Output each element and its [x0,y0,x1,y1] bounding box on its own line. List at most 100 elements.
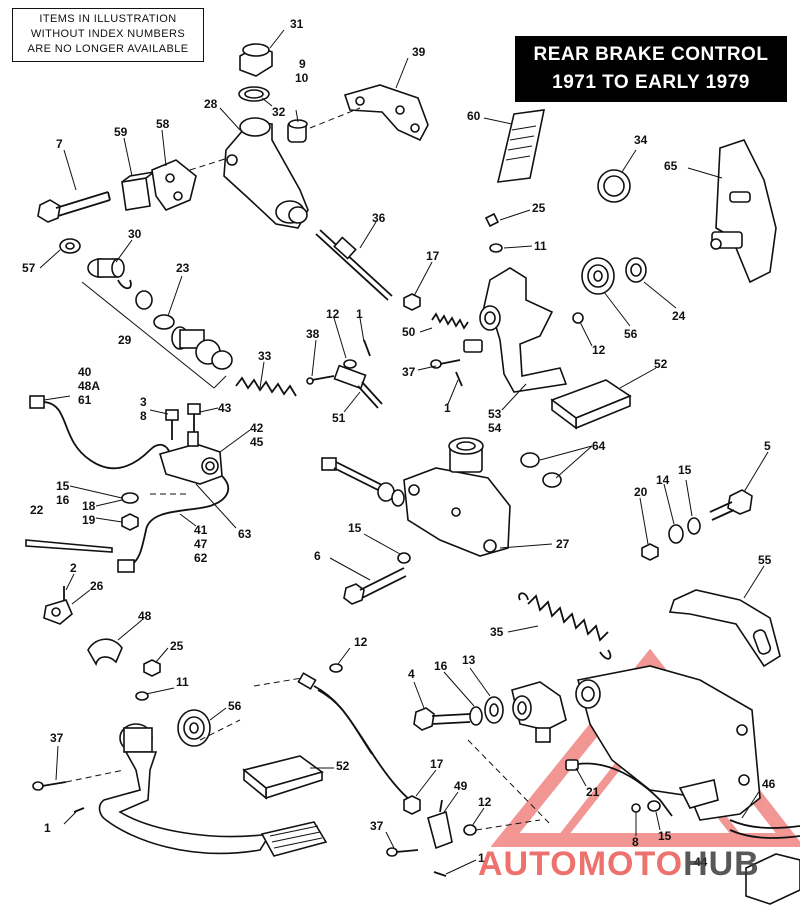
brake-pedal-53 [479,267,568,393]
watermark-logo: AUTOMOTOHUB [478,846,760,882]
nut-17 [403,293,421,311]
pivot-bracket [511,681,567,743]
callout-19: 19 [82,513,96,527]
callout-11b: 11 [176,675,189,689]
cotter-pin-1b [363,339,371,357]
bolt-7 [37,191,111,223]
note-line-1: ITEMS IN ILLUSTRATION [39,13,177,25]
callout-16b: 16 [434,659,448,673]
washer-57-hole [65,242,75,250]
watermark-part-1: AUTOMOTO [478,845,684,883]
piston-30 [87,258,132,290]
callout-60: 60 [467,109,481,123]
pin-37c [386,847,419,857]
block-59 [121,171,155,211]
brake-pedal-lower [98,723,328,857]
availability-note: ITEMS IN ILLUSTRATION WITHOUT INDEX NUMB… [12,8,204,62]
cable-assembly [297,663,411,801]
cover-34-inner [603,175,625,197]
washer-12d [463,824,477,836]
note-line-3: ARE NO LONGER AVAILABLE [27,43,189,55]
callout-50: 50 [402,325,416,339]
washer-15d [647,800,661,812]
bushings-64 [520,452,562,488]
washer-11 [135,691,149,701]
callout-34: 34 [634,133,648,147]
bolt-4 [413,707,471,731]
callout-8b: 8 [632,835,639,849]
callout-51: 51 [332,411,346,425]
callout-1a: 1 [356,307,363,321]
callout-11a: 11 [534,239,547,253]
callout-16a: 16 [56,493,70,507]
pad-52-lower [242,755,324,800]
callout-6: 6 [314,549,321,563]
bolt-6 [343,567,407,605]
callout-14: 14 [656,473,670,487]
callout-15b: 15 [678,463,692,477]
callout-47: 47 [194,537,208,551]
callout-12a: 12 [326,307,340,321]
clevis-49 [427,799,453,850]
clip-26 [43,586,73,625]
pin-37-lower [32,781,67,791]
callout-33: 33 [258,349,272,363]
callout-15a: 15 [56,479,70,493]
washer-24-hole [630,263,642,277]
washer-15b [687,517,701,535]
switch-21 [565,759,673,817]
callout-58: 58 [156,117,170,131]
piston-assembly-29 [171,326,233,370]
nut-20 [641,543,659,561]
callout-54: 54 [488,421,502,435]
callout-25a: 25 [532,201,546,215]
washer-15 [121,492,139,504]
cotter-pin-1c [455,371,463,387]
washer-16 [469,706,483,726]
callout-61: 61 [78,393,92,407]
wire-22 [25,539,113,553]
clevis-51 [333,364,383,409]
brake-line-40 [29,395,171,470]
bolt-50 [431,312,483,353]
washer-15c [397,552,411,564]
pushrod-assembly [321,457,405,507]
switch-block-42 [158,431,223,485]
callout-65: 65 [664,159,678,173]
callout-5: 5 [764,439,771,453]
callout-62: 62 [194,551,208,565]
callout-9: 9 [299,57,306,71]
bracket-55 [668,589,781,668]
master-cylinder-upper [223,117,309,229]
fitting-25 [484,212,500,228]
bushing-10 [287,119,308,143]
callout-49: 49 [454,779,468,793]
washer-13-hole [489,703,499,717]
leader-lines [39,29,769,875]
callout-15c: 15 [348,521,362,535]
plate-58 [151,159,197,211]
spring-35 [518,592,612,660]
spring-33 [235,376,297,397]
callout-13: 13 [462,653,476,667]
callout-21: 21 [586,785,600,799]
callout-55: 55 [758,553,772,567]
callout-23: 23 [176,261,190,275]
callout-46: 46 [762,777,776,791]
callout-53: 53 [488,407,502,421]
bolt-5 [709,489,753,521]
callout-45: 45 [250,435,264,449]
callout-27: 27 [556,537,570,551]
pin-37 [430,359,461,369]
washer-11b [489,243,503,253]
callout-12d: 12 [478,795,492,809]
callout-29: 29 [118,333,132,347]
callout-30: 30 [128,227,142,241]
lever-44 [745,853,800,905]
bracket-65 [710,139,777,284]
callout-36: 36 [372,211,386,225]
callout-2: 2 [70,561,77,575]
callout-48a: 48A [78,379,101,393]
plate-46 [575,665,800,839]
